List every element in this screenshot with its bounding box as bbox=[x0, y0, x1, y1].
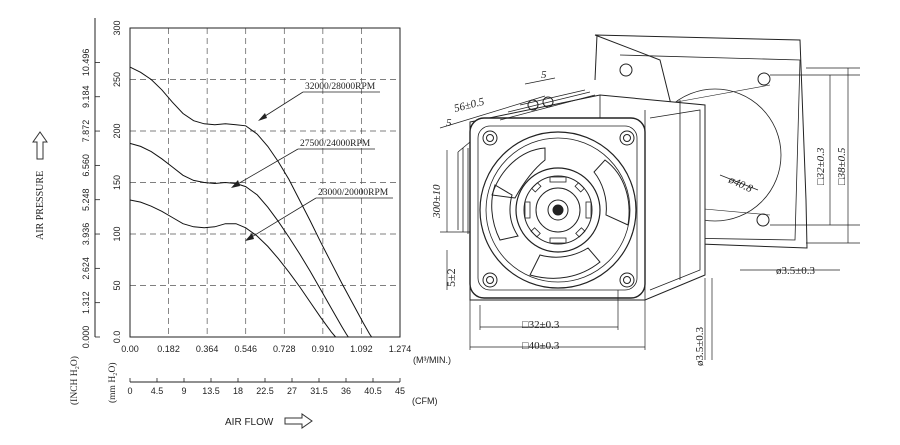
dim-phi35-right: ø3.5±0.3 bbox=[776, 265, 816, 277]
y-tick-label-inch: 9.184 bbox=[81, 85, 91, 108]
x-axis-title: AIR FLOW bbox=[225, 417, 274, 428]
series-line-1 bbox=[129, 66, 373, 338]
x-tick-label-cfm: 22.5 bbox=[256, 386, 274, 396]
dim-sq40: □40±0.3 bbox=[522, 340, 560, 352]
back-hole-tr bbox=[757, 72, 771, 86]
x-tick-label-cfm: 4.5 bbox=[151, 386, 164, 396]
y-unit-inch: (INCH H₂O) bbox=[69, 356, 80, 405]
chart-axes bbox=[94, 18, 401, 383]
dim-sq32-bottom: □32±0.3 bbox=[522, 319, 560, 331]
x-unit-cfm: (CFM) bbox=[412, 396, 438, 406]
fan-drawing bbox=[439, 34, 860, 360]
x-tick-label-cfm: 27 bbox=[287, 386, 297, 396]
front-hole-bl bbox=[482, 272, 498, 288]
x-tick-label-cfm: 40.5 bbox=[364, 386, 382, 396]
y-tick-label-inch: 3.936 bbox=[81, 223, 91, 246]
dim-sq32-right: □32±0.3 bbox=[815, 147, 827, 185]
y-unit-mm: (mm H₂O) bbox=[107, 362, 118, 403]
back-hole-tl bbox=[619, 63, 633, 77]
dim-5-left: 5 bbox=[446, 117, 452, 129]
dim-5-top: 5 bbox=[541, 69, 547, 81]
lead-wire bbox=[457, 141, 471, 234]
fan-back-housing bbox=[619, 54, 801, 241]
dim-phi35-bottom: ø3.5±0.3 bbox=[694, 326, 706, 366]
y-tick-label-inch: 0.000 bbox=[81, 326, 91, 349]
x-tick-label-m3: 0.182 bbox=[157, 344, 180, 354]
dim-5pm2: 5±2 bbox=[444, 268, 458, 287]
y-tick-label-inch: 2.624 bbox=[81, 257, 91, 280]
series-line-3 bbox=[129, 199, 336, 338]
y-tick-label-inch: 6.560 bbox=[81, 154, 91, 177]
front-hole-br bbox=[619, 272, 635, 288]
x-tick-label-cfm: 0 bbox=[127, 386, 132, 396]
fan-blades bbox=[491, 147, 630, 279]
series-annotations: 32000/28000RPM 27500/24000RPM 23000/2000… bbox=[231, 82, 393, 241]
y-tick-label-inch: 7.872 bbox=[81, 120, 91, 143]
y-tick-label-inch: 5.248 bbox=[81, 188, 91, 211]
back-hole-br bbox=[756, 213, 770, 227]
dim-sq38: □38±0.5 bbox=[836, 147, 848, 185]
front-hole-tr bbox=[619, 130, 635, 146]
chart-grid bbox=[130, 28, 400, 337]
y-tick-label-inch: 1.312 bbox=[81, 291, 91, 314]
x-tick-label-m3: 0.728 bbox=[273, 344, 296, 354]
x-tick-label-m3: 1.092 bbox=[350, 344, 373, 354]
x-tick-label-m3: 1.274 bbox=[389, 344, 412, 354]
fan-ring-outer bbox=[479, 131, 637, 289]
y-tick-label-mm: 0.0 bbox=[112, 331, 122, 344]
x-tick-label-cfm: 45 bbox=[395, 386, 405, 396]
x-tick-label-m3: 0.364 bbox=[196, 344, 219, 354]
series-label-2: 27500/24000RPM bbox=[300, 139, 371, 149]
x-unit-m3: (M³/MIN.) bbox=[413, 355, 451, 365]
y-tick-label-mm: 200 bbox=[112, 123, 122, 138]
x-tick-label-cfm: 18 bbox=[233, 386, 243, 396]
x-tick-label-m3: 0.546 bbox=[234, 344, 257, 354]
x-tick-label-m3: 0.910 bbox=[312, 344, 335, 354]
series-label-3: 23000/20000RPM bbox=[318, 188, 389, 198]
y-axis-title: AIR PRESSURE bbox=[35, 171, 46, 240]
y-tick-label-mm: 100 bbox=[112, 226, 122, 241]
x-axis-arrow-icon bbox=[284, 413, 313, 429]
y-tick-label-mm: 300 bbox=[112, 20, 122, 35]
hub-slots bbox=[524, 176, 592, 244]
x-tick-label-m3: 0.00 bbox=[121, 344, 139, 354]
dimension-lines bbox=[439, 67, 860, 360]
chart-curves bbox=[129, 66, 373, 338]
dim-300: 300±10 bbox=[431, 184, 443, 219]
y-tick-label-mm: 50 bbox=[112, 280, 122, 290]
x-tick-label-cfm: 9 bbox=[181, 386, 186, 396]
series-label-1: 32000/28000RPM bbox=[305, 82, 376, 92]
x-tick-label-cfm: 13.5 bbox=[202, 386, 220, 396]
y-tick-label-inch: 10.496 bbox=[81, 49, 91, 77]
y-axis-arrow-icon bbox=[32, 131, 48, 160]
y-tick-label-mm: 150 bbox=[112, 175, 122, 190]
dim-56: 56±0.5 bbox=[453, 96, 486, 115]
plot-frame bbox=[129, 27, 401, 338]
y-tick-label-mm: 250 bbox=[112, 72, 122, 87]
x-tick-label-cfm: 36 bbox=[341, 386, 351, 396]
y-axis-title-group: AIR PRESSURE bbox=[32, 131, 48, 240]
series-line-2 bbox=[129, 142, 349, 338]
x-tick-label-cfm: 31.5 bbox=[310, 386, 328, 396]
front-hole-tl bbox=[482, 130, 498, 146]
